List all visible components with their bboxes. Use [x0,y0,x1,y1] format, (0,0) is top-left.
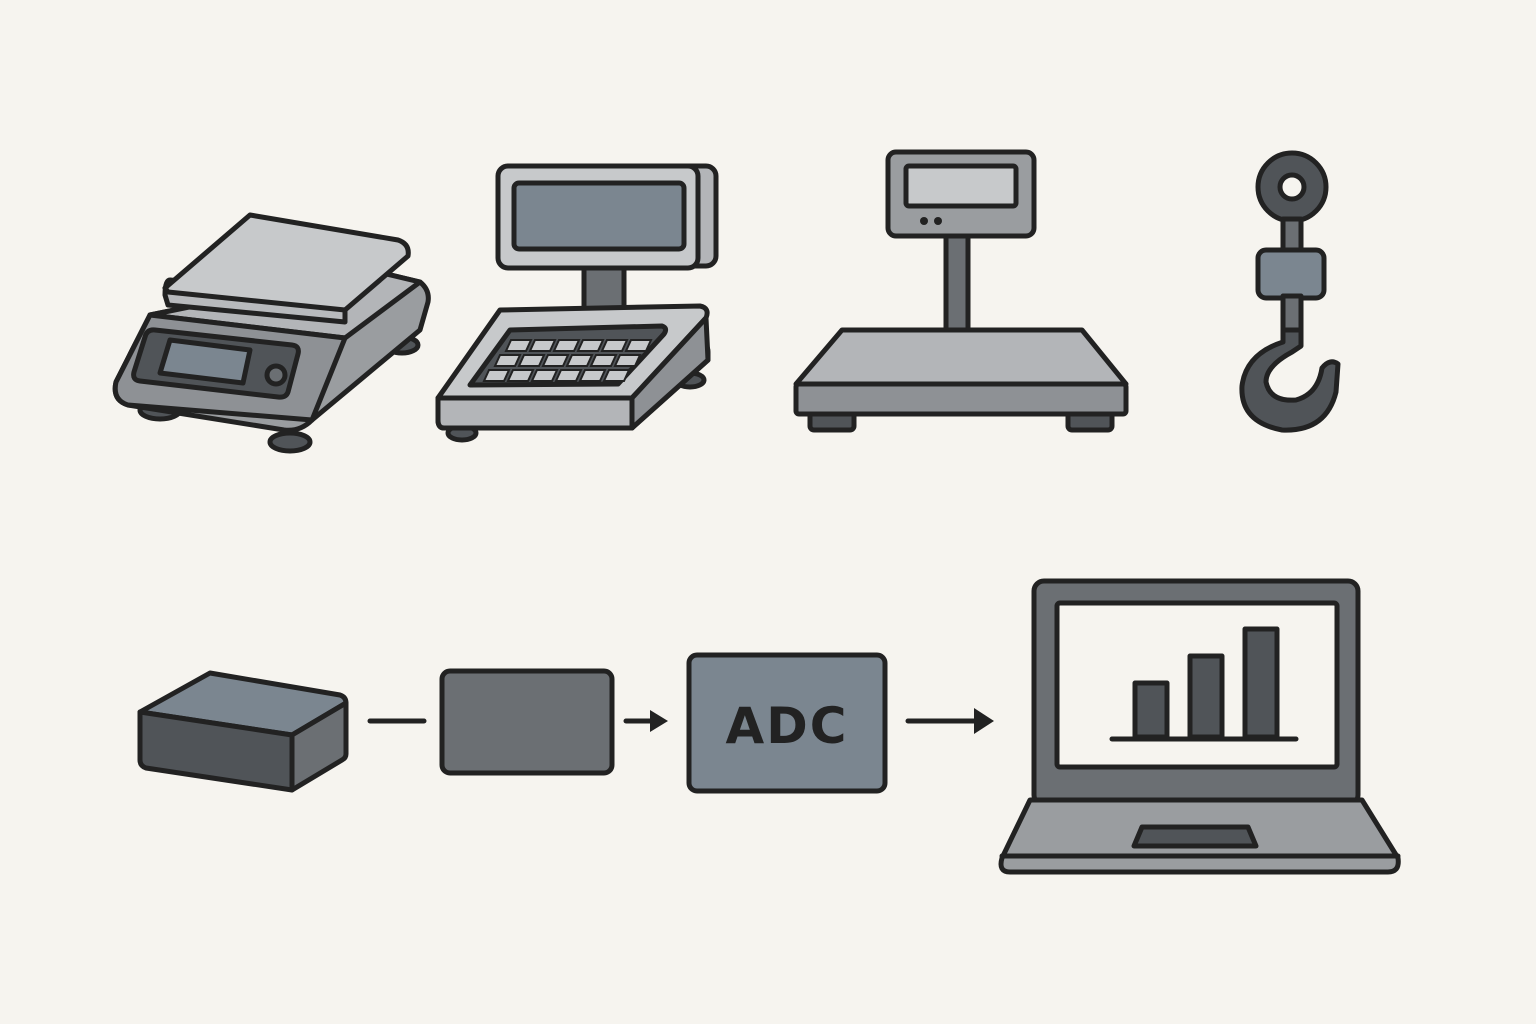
arrow-icon [905,708,994,734]
keypad-key [552,339,581,352]
keypad-key [554,369,583,382]
keypad-key [530,369,559,382]
digital-kitchen-scale-icon [112,212,431,454]
laptop-chart-icon [998,578,1401,875]
signal-conditioner-icon [439,668,615,776]
platform-scale-icon [793,149,1129,433]
laptop-bar-chart [1132,626,1280,740]
keypad-key [576,339,605,352]
keypad-key [506,369,535,382]
keypad-key [493,354,522,367]
keypad-key [589,354,618,367]
keypad-key [602,369,631,382]
adc-label: ADC [726,697,849,755]
keypad [482,339,653,382]
keypad-key [624,339,653,352]
arrow-icon [623,710,668,732]
keypad-key [613,354,642,367]
chart-bar [1132,680,1170,740]
keypad-key [565,354,594,367]
load-cell-icon [137,670,349,793]
keypad-key [517,354,546,367]
keypad-key [528,339,557,352]
keypad-key [504,339,533,352]
crane-hook-scale-icon [1239,150,1341,433]
adc-icon: ADC [686,652,888,794]
keypad-key [541,354,570,367]
retail-pos-scale-icon [435,163,719,443]
keypad-key [578,369,607,382]
keypad-key [482,369,511,382]
chart-bar [1187,653,1225,740]
keypad-key [600,339,629,352]
chart-bar [1242,626,1280,740]
